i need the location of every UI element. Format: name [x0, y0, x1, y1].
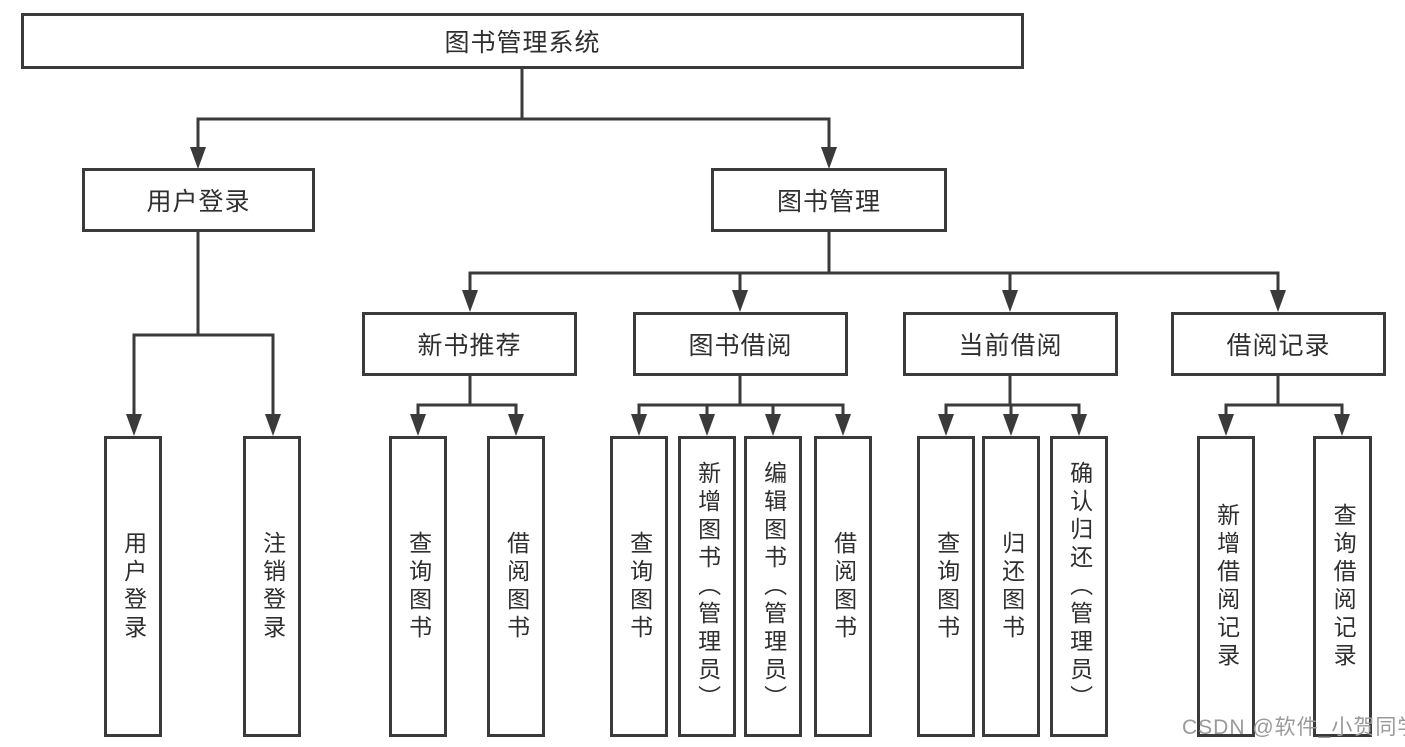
leaf-user-login: 用户登录	[104, 436, 162, 737]
leaf-label: 确认归还（管理员）	[1066, 460, 1093, 713]
leaf-label: 编辑图书（管理员）	[760, 460, 787, 713]
leaf-label: 用户登录	[120, 530, 147, 643]
arrowhead-icons	[126, 147, 1350, 436]
leaf-label: 查询图书	[626, 530, 653, 643]
node-label: 图书管理	[776, 188, 881, 216]
leaf-borrowing-borrow-books: 借阅图书	[814, 436, 872, 737]
leaf-label: 归还图书	[998, 530, 1025, 643]
node-book-management: 图书管理	[711, 168, 947, 232]
node-label: 新书推荐	[417, 332, 522, 360]
leaf-return-books: 归还图书	[982, 436, 1040, 737]
leaf-label: 查询图书	[933, 530, 960, 643]
leaf-current-query-books: 查询图书	[917, 436, 975, 737]
leaf-borrowing-query-books: 查询图书	[610, 436, 668, 737]
leaf-label: 借阅图书	[503, 530, 530, 643]
node-label: 借阅记录	[1226, 332, 1331, 360]
leaf-label: 新增图书（管理员）	[694, 460, 721, 713]
node-new-book-recommend: 新书推荐	[362, 312, 577, 376]
node-label: 用户登录	[146, 188, 251, 216]
leaf-add-books-admin: 新增图书（管理员）	[678, 436, 736, 737]
node-borrowing-records: 借阅记录	[1171, 312, 1386, 376]
leaf-add-borrow-record: 新增借阅记录	[1197, 436, 1255, 737]
leaf-query-borrow-record: 查询借阅记录	[1313, 436, 1372, 737]
node-user-login: 用户登录	[82, 168, 315, 232]
csdn-watermark: CSDN @软件_小贺同学	[1182, 716, 1405, 739]
leaf-logout: 注销登录	[243, 436, 301, 737]
node-label: 图书借阅	[688, 332, 793, 360]
leaf-label: 查询借阅记录	[1330, 502, 1357, 671]
leaf-label: 借阅图书	[830, 530, 857, 643]
node-root-system: 图书管理系统	[21, 13, 1024, 69]
leaf-newbooks-borrow-books: 借阅图书	[487, 436, 545, 737]
leaf-label: 查询图书	[405, 530, 432, 643]
node-book-borrowing: 图书借阅	[633, 312, 848, 376]
leaf-confirm-return-admin: 确认归还（管理员）	[1050, 436, 1108, 737]
leaf-label: 新增借阅记录	[1213, 502, 1240, 671]
leaf-edit-books-admin: 编辑图书（管理员）	[744, 436, 802, 737]
node-current-borrowing: 当前借阅	[903, 312, 1118, 376]
node-label: 当前借阅	[958, 332, 1063, 360]
leaf-newbooks-query-books: 查询图书	[389, 436, 447, 737]
leaf-label: 注销登录	[259, 530, 286, 643]
node-label: 图书管理系统	[444, 29, 601, 57]
